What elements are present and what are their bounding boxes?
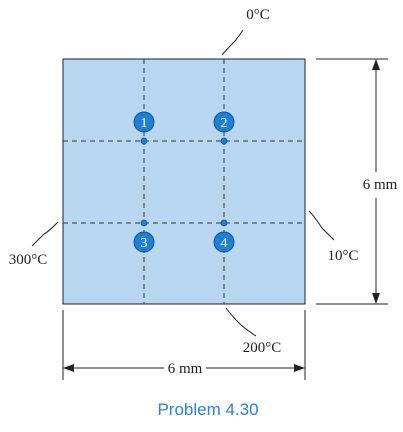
- caption: Problem 4.30: [157, 400, 258, 419]
- node-label-4: 4: [221, 236, 228, 251]
- leader-bottom: [225, 307, 257, 337]
- node-points: [140, 137, 228, 227]
- node-marker-1: 1: [133, 111, 155, 133]
- node-label-2: 2: [221, 116, 228, 131]
- grid-lines: [63, 59, 305, 304]
- width-arrow-right: [294, 364, 305, 372]
- width-label: 6 mm: [168, 361, 203, 377]
- height-arrow-down: [372, 293, 380, 304]
- node-point-1: [140, 137, 148, 145]
- node-point-2: [220, 137, 228, 145]
- plate: [62, 58, 306, 305]
- node-label-1: 1: [141, 116, 148, 131]
- node-point-4: [220, 219, 228, 227]
- temp-bottom-label: 200°C: [243, 340, 282, 356]
- leader-left: [31, 221, 59, 247]
- height-arrow-up: [372, 59, 380, 70]
- temp-left-label: 300°C: [9, 252, 48, 268]
- leader-right: [308, 210, 335, 241]
- height-label: 6 mm: [363, 177, 398, 193]
- node-marker-4: 4: [213, 231, 235, 253]
- temp-right-label: 10°C: [327, 248, 358, 264]
- node-point-3: [140, 219, 148, 227]
- temp-top-label: 0°C: [246, 7, 270, 23]
- node-marker-2: 2: [213, 111, 235, 133]
- width-arrow-left: [63, 364, 74, 372]
- node-label-3: 3: [141, 236, 148, 251]
- node-marker-3: 3: [133, 231, 155, 253]
- width-dimension: [62, 310, 306, 380]
- leader-top: [221, 29, 244, 56]
